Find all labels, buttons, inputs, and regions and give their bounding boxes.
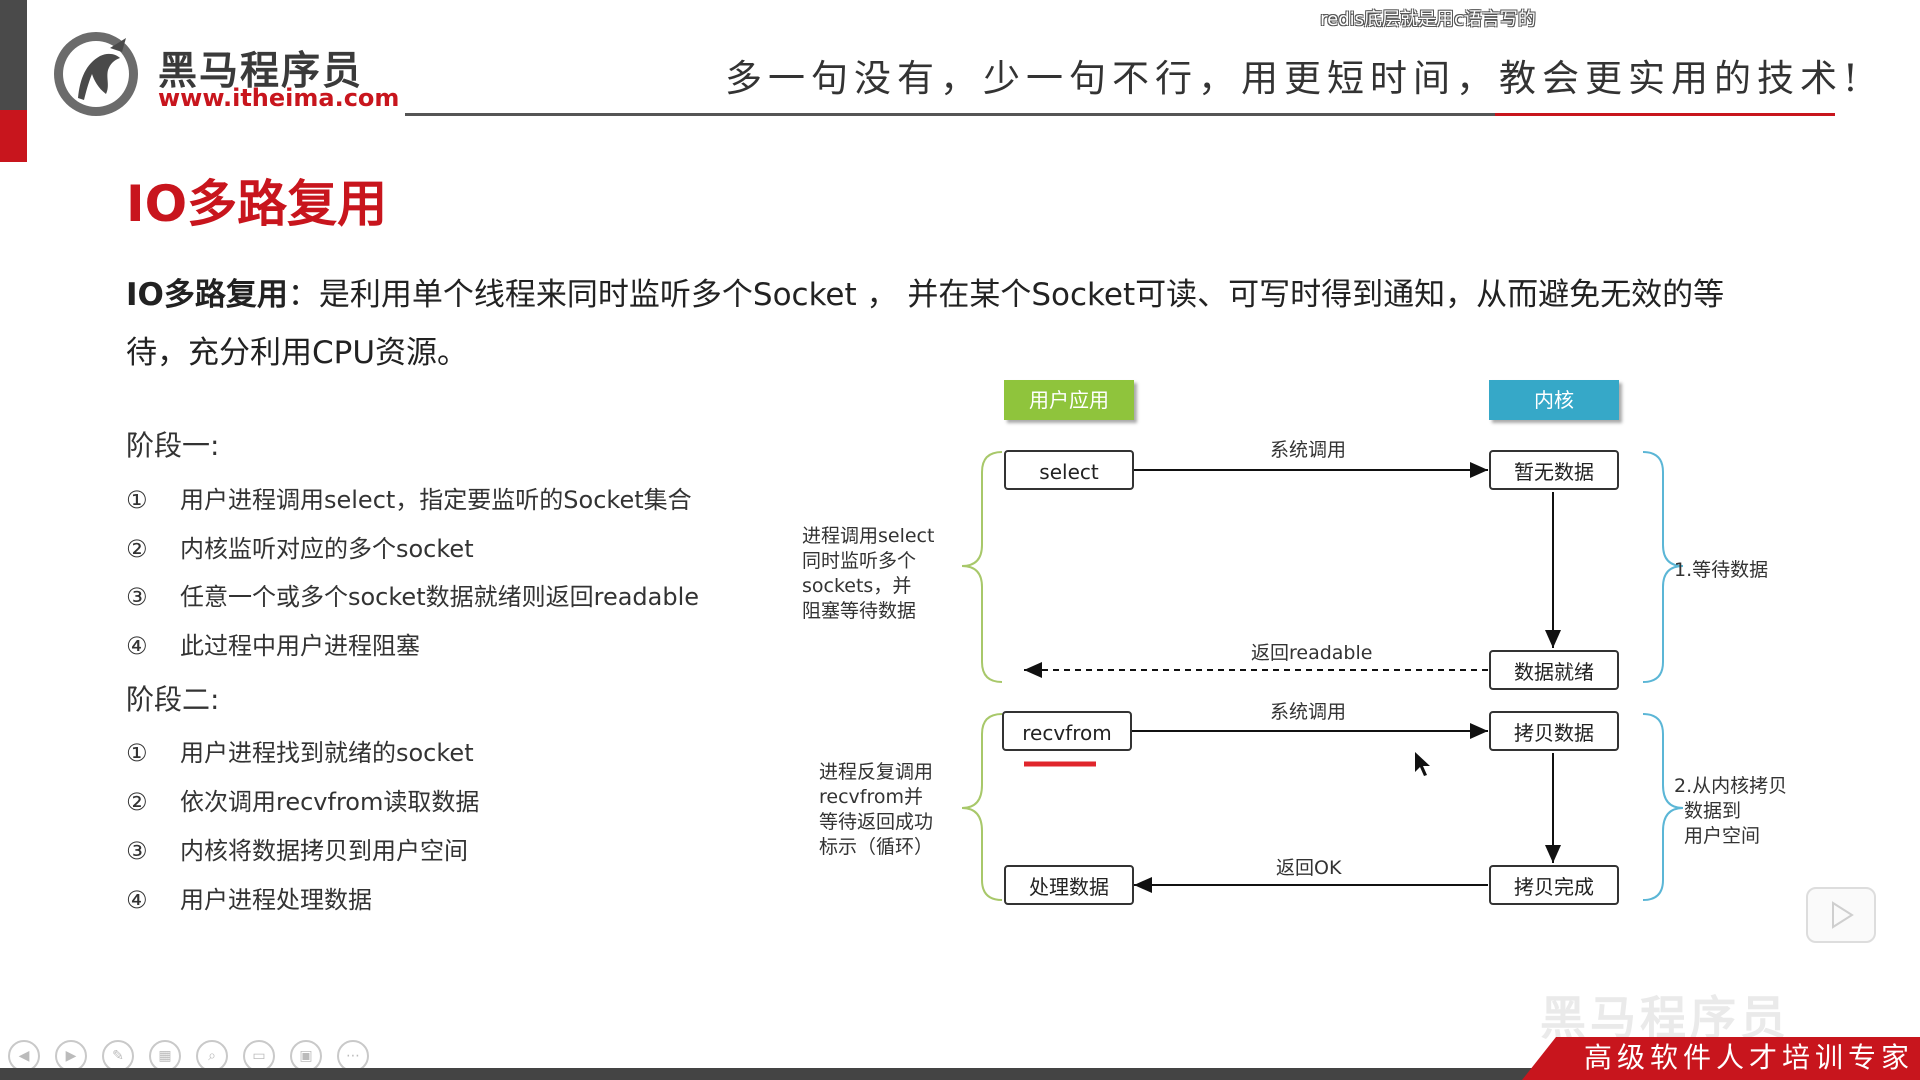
node-select: select [1004, 450, 1134, 490]
play-button[interactable] [1806, 887, 1876, 943]
horse-logo-icon [54, 32, 138, 116]
logo-brand-name: 黑马程序员 [158, 49, 364, 94]
note-right-stage1: 1.等待数据 [1674, 559, 1769, 581]
label-syscall: 系统调用 [1270, 439, 1347, 461]
footer-slogan-background [1522, 1037, 1920, 1080]
io-multiplexing-diagram: 用户应用 内核 select recvfrom 处理数据 暂无数据 数据就绪 拷… [790, 370, 1790, 915]
label-syscall: 系统调用 [1270, 701, 1347, 723]
mouse-cursor-icon [1415, 752, 1430, 776]
video-subtitle: redis底层就是用c语言写的 [1320, 9, 1536, 30]
node-copy-done: 拷贝完成 [1489, 865, 1619, 905]
definition-paragraph: IO多路复用：是利用单个线程来同时监听多个Socket ， 并在某个Socket… [126, 266, 1786, 382]
node-data-ready: 数据就绪 [1489, 650, 1619, 690]
footer-slogan: 高级软件人才培训专家 [1584, 1041, 1915, 1074]
play-icon [1832, 901, 1854, 929]
label-return-readable: 返回readable [1251, 642, 1373, 664]
diagram-connectors [961, 451, 1684, 901]
header-divider [405, 113, 1495, 116]
definition-term: IO多路复用 [126, 277, 288, 313]
footer-bar [0, 1068, 1920, 1080]
node-copy-data: 拷贝数据 [1489, 711, 1619, 751]
right-brace-stage1 [1642, 451, 1684, 683]
header-user-app: 用户应用 [1004, 380, 1134, 420]
right-brace-stage2 [1642, 713, 1684, 901]
header-kernel: 内核 [1489, 380, 1619, 420]
watermark: 黑马程序员 [1540, 991, 1790, 1045]
edge-strip-dark [0, 0, 27, 110]
header-slogan: 多一句没有，少一句不行，用更短时间，教会更实用的技术! [725, 57, 1864, 100]
note-right-stage2: 2.从内核拷贝数据到用户空间 [1674, 775, 1788, 847]
left-brace-stage1 [961, 451, 1003, 683]
phase-two-heading: 阶段二: [126, 683, 220, 716]
edge-strip-red [0, 110, 27, 162]
node-process-data: 处理数据 [1004, 865, 1134, 905]
phase-one-heading: 阶段一: [126, 429, 220, 462]
node-no-data: 暂无数据 [1489, 450, 1619, 490]
page-title: IO多路复用 [126, 175, 388, 233]
node-recvfrom: recvfrom [1002, 711, 1132, 751]
definition-text: ：是利用单个线程来同时监听多个Socket ， 并在某个Socket可读、可写时… [126, 277, 1725, 371]
label-return-ok: 返回OK [1276, 857, 1342, 879]
logo-url: www.itheima.com [158, 84, 400, 112]
left-brace-stage2 [961, 713, 1003, 901]
header-divider-accent [1495, 113, 1835, 116]
